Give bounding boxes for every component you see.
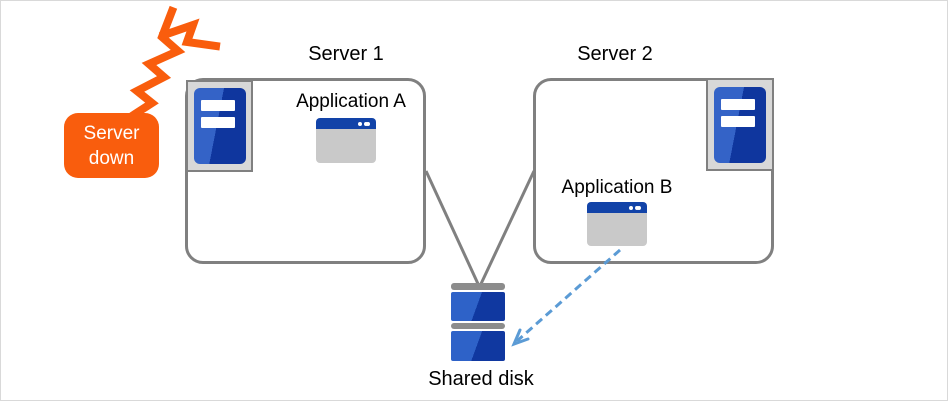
dashed-arrow-head	[511, 328, 530, 347]
connector-line-server1-disk	[424, 170, 481, 287]
server1-label: Server 1	[308, 43, 384, 65]
server-tower-icon	[714, 86, 766, 163]
app-window-icon	[316, 118, 376, 163]
window-dot-icon	[629, 206, 633, 210]
disk-cap	[451, 283, 505, 290]
app-window-body	[587, 213, 647, 246]
server-slot	[200, 100, 235, 111]
app-window-body	[316, 129, 376, 163]
server-slot	[721, 98, 755, 110]
disk-platter	[451, 331, 505, 361]
server-slot	[200, 117, 235, 128]
application-a-label: Application A	[296, 91, 406, 112]
server-slot	[721, 115, 755, 127]
window-dot-icon	[366, 122, 370, 126]
connector-line-server2-disk	[478, 170, 536, 287]
disk-platter	[451, 292, 505, 321]
server-down-badge: Server down	[64, 113, 159, 178]
server2-icon-frame	[706, 78, 774, 171]
server1-icon-frame	[186, 80, 253, 172]
window-dot-icon	[637, 206, 641, 210]
disk-cap	[451, 323, 505, 329]
server-tower-icon	[193, 88, 246, 164]
app-window-titlebar	[316, 118, 376, 129]
window-dot-icon	[358, 122, 362, 126]
server2-label: Server 2	[577, 43, 653, 65]
application-b-label: Application B	[561, 177, 673, 198]
badge-text-line2: down	[88, 147, 135, 169]
app-window-icon	[587, 202, 647, 246]
app-window-titlebar	[587, 202, 647, 213]
badge-text-line1: Server	[83, 122, 140, 144]
shared-disk-label: Shared disk	[428, 368, 534, 390]
